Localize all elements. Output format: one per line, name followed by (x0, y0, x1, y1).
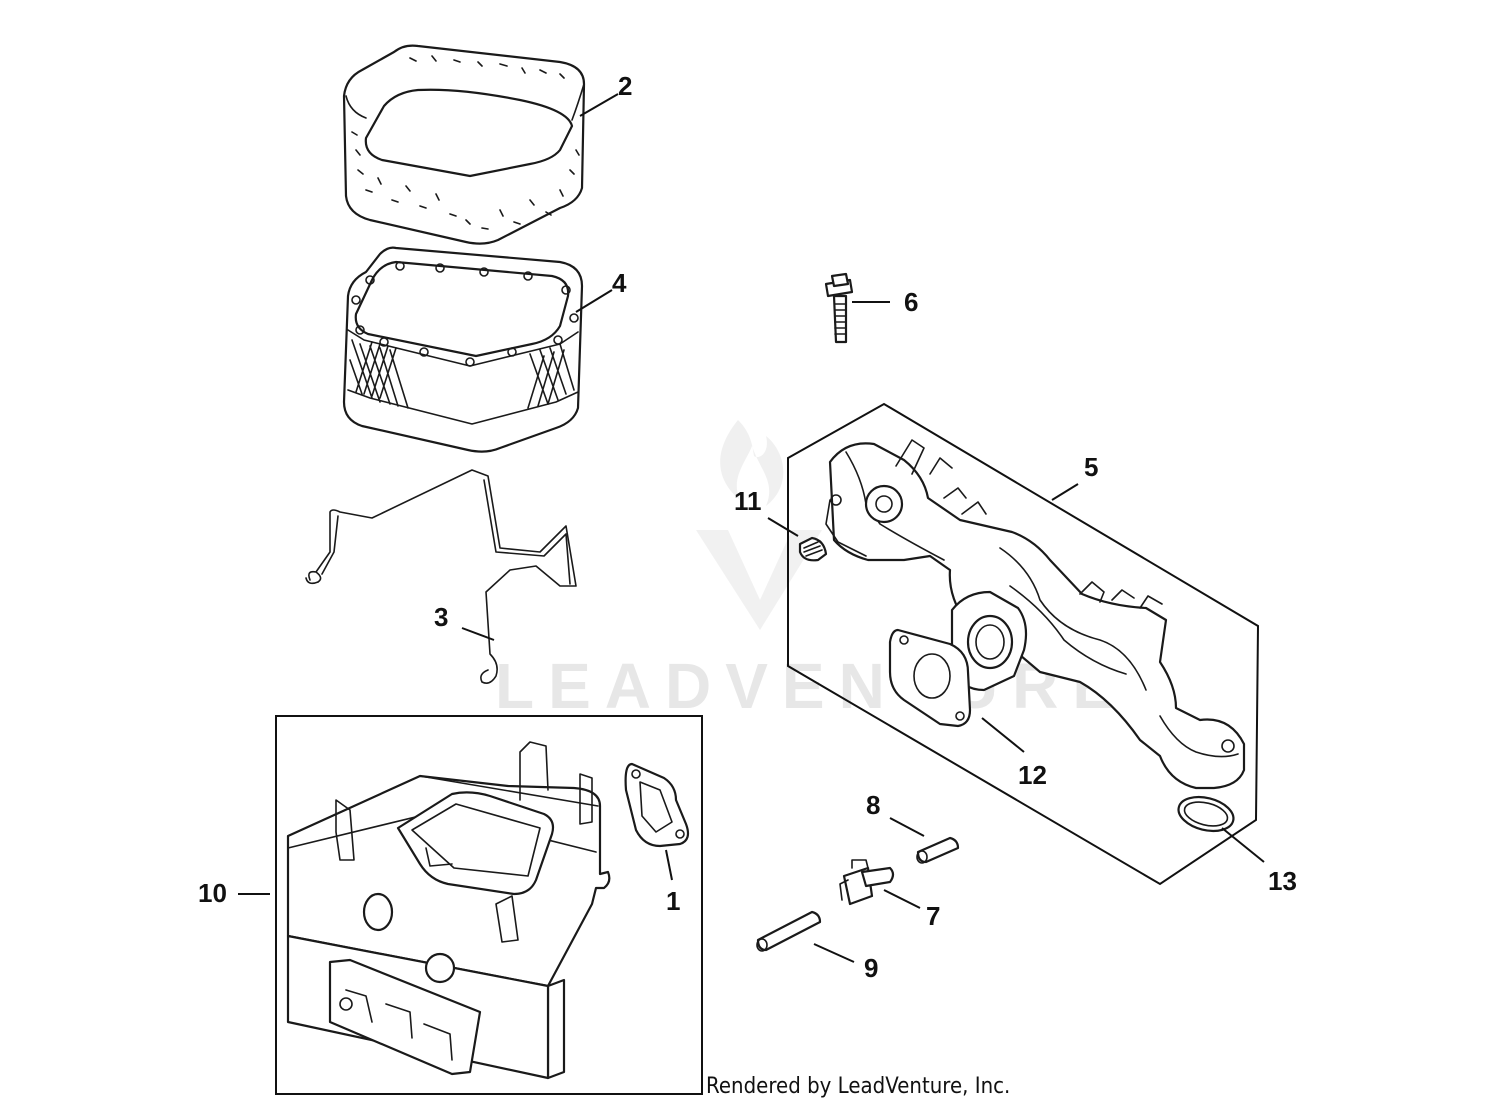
leader-lines (238, 93, 1265, 963)
leader-7 (883, 889, 921, 909)
callout-10[interactable]: 10 (198, 878, 227, 908)
part-6-bolt[interactable] (824, 272, 854, 344)
part-2-precleaner[interactable] (342, 44, 586, 245)
leader-12 (981, 717, 1025, 753)
part-1-gasket[interactable] (624, 762, 690, 848)
watermark-logo-icon (696, 420, 822, 630)
leader-4 (575, 289, 613, 313)
leader-9 (813, 943, 855, 963)
part-13-o-ring[interactable] (1175, 792, 1237, 837)
part-8-pin[interactable] (916, 836, 960, 864)
callout-5[interactable]: 5 (1084, 452, 1098, 482)
callout-8[interactable]: 8 (866, 790, 880, 820)
part-10-air-cleaner-base[interactable] (286, 741, 611, 1080)
leader-13 (1221, 827, 1265, 863)
callout-3[interactable]: 3 (434, 602, 448, 632)
callouts: 2 4 3 10 1 6 5 11 12 13 8 7 9 (198, 71, 1297, 983)
leader-5 (1051, 483, 1079, 501)
part-5-kit-box (787, 402, 1260, 886)
part-5-intake-manifold[interactable] (825, 439, 1246, 790)
leader-3 (461, 627, 495, 641)
callout-13[interactable]: 13 (1268, 866, 1297, 896)
callout-6[interactable]: 6 (904, 287, 918, 317)
leader-2 (579, 93, 619, 117)
part-3-retaining-wire[interactable] (305, 469, 577, 684)
leader-11 (767, 517, 799, 537)
callout-4[interactable]: 4 (612, 268, 627, 298)
callout-2[interactable]: 2 (618, 71, 632, 101)
part-12-gasket[interactable] (888, 628, 972, 728)
part-10-kit-box (275, 715, 703, 1095)
callout-1[interactable]: 1 (666, 886, 680, 916)
part-4-air-filter[interactable] (342, 246, 584, 453)
callout-7[interactable]: 7 (926, 901, 940, 931)
callout-9[interactable]: 9 (864, 953, 878, 983)
callout-11[interactable]: 11 (734, 486, 762, 516)
credit-footer: Rendered by LeadVenture, Inc. (706, 1074, 1011, 1099)
leader-1 (665, 849, 673, 881)
callout-12[interactable]: 12 (1018, 760, 1047, 790)
leader-8 (889, 817, 925, 837)
part-11-fitting[interactable] (798, 536, 828, 562)
part-9-pin[interactable] (756, 910, 822, 952)
part-7-fitting[interactable] (839, 859, 895, 906)
